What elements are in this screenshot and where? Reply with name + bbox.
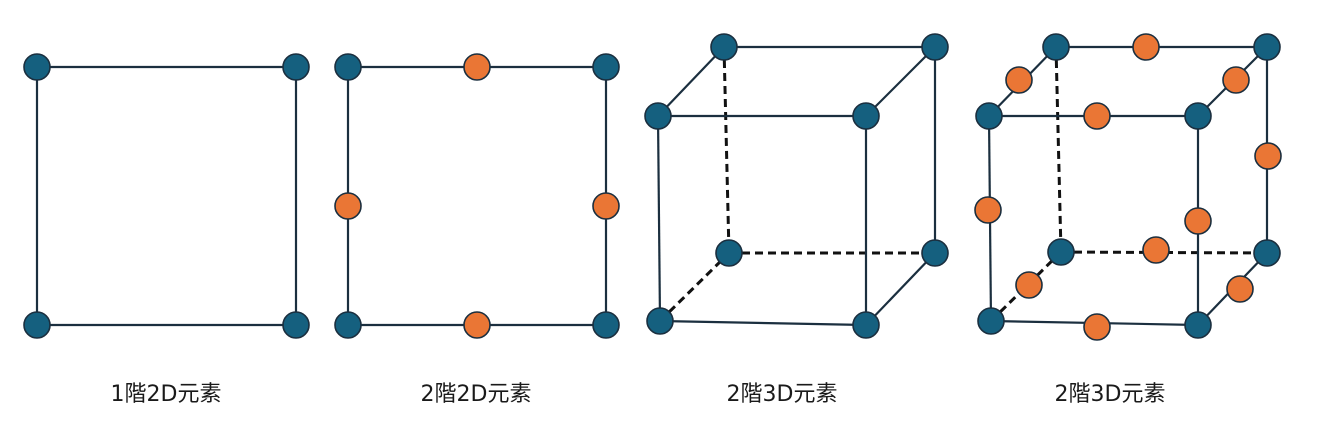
element-2-caption: 2階2D元素	[420, 382, 532, 407]
corner-node	[646, 307, 674, 335]
corner-node	[1184, 311, 1212, 339]
hidden-edge	[722, 46, 731, 254]
corner-node	[975, 102, 1003, 130]
element-4-caption: 2階3D元素	[1054, 382, 1166, 407]
hidden-edge	[989, 250, 1063, 323]
edge	[657, 46, 725, 117]
midside-node	[592, 192, 620, 220]
edge	[865, 252, 936, 326]
corner-node	[852, 102, 880, 130]
corner-node	[852, 311, 880, 339]
corner-node	[592, 311, 620, 339]
midside-node	[1132, 33, 1160, 61]
corner-node	[334, 311, 362, 339]
midside-node	[1222, 66, 1250, 94]
element-4-diagram	[974, 33, 1282, 341]
hidden-edge	[1060, 250, 1268, 255]
midside-node	[974, 196, 1002, 224]
midside-node	[1254, 142, 1282, 170]
midside-node	[1005, 66, 1033, 94]
edge	[865, 46, 936, 117]
midside-node	[1184, 207, 1212, 235]
midside-node	[334, 192, 362, 220]
corner-node	[977, 307, 1005, 335]
element-2-diagram	[334, 53, 620, 339]
midside-node	[463, 311, 491, 339]
corner-node	[715, 239, 743, 267]
hidden-edge	[1054, 46, 1063, 253]
midside-node	[1226, 275, 1254, 303]
element-3-caption: 2階3D元素	[726, 382, 838, 407]
corner-node	[921, 239, 949, 267]
midside-node	[1015, 271, 1043, 299]
corner-node	[644, 102, 672, 130]
corner-node	[1253, 33, 1281, 61]
element-1-caption: 1階2D元素	[110, 382, 222, 407]
corner-node	[1184, 102, 1212, 130]
corner-node	[282, 311, 310, 339]
midside-node	[1142, 236, 1170, 264]
midside-node	[1083, 102, 1111, 130]
hidden-edge	[658, 251, 731, 323]
edge	[656, 115, 662, 322]
corner-node	[282, 53, 310, 81]
corner-node	[592, 53, 620, 81]
element-1-diagram	[23, 53, 310, 339]
element-3-diagram	[644, 33, 949, 339]
midside-node	[1083, 313, 1111, 341]
corner-node	[23, 53, 51, 81]
corner-node	[334, 53, 362, 81]
corner-node	[921, 33, 949, 61]
corner-node	[1253, 239, 1281, 267]
edge	[659, 319, 867, 327]
corner-node	[1047, 238, 1075, 266]
corner-node	[1042, 33, 1070, 61]
corner-node	[23, 311, 51, 339]
corner-node	[710, 33, 738, 61]
midside-node	[463, 53, 491, 81]
